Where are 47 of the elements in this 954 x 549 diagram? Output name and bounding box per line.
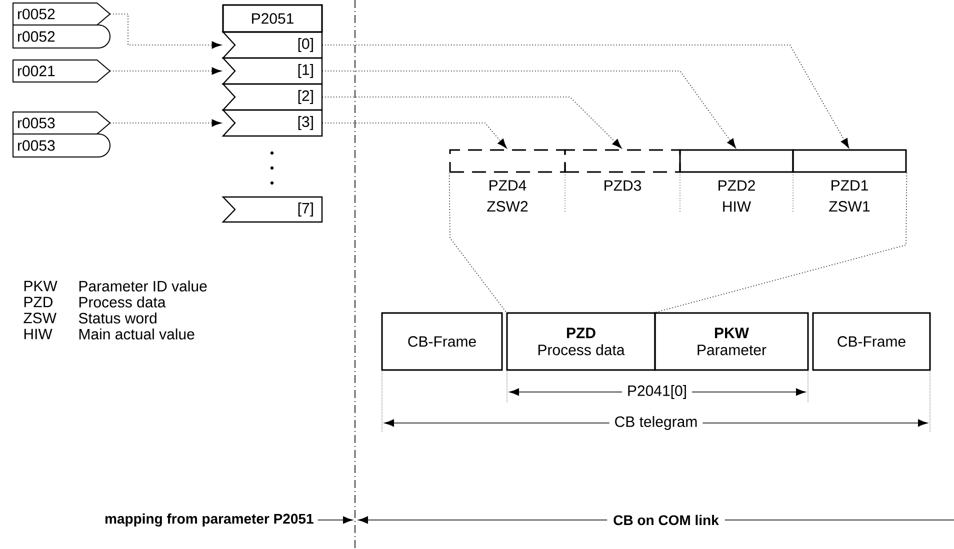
signal-source: r0052: [12, 2, 111, 26]
arrow: [110, 14, 222, 49]
connector-line: [655, 172, 908, 313]
arrow: [322, 122, 507, 148]
arrow: [322, 70, 736, 148]
frame-box: CB-Frame: [812, 312, 931, 371]
node-label: ZSW1: [829, 201, 870, 212]
data-field: PZD1 ZSW1: [792, 149, 907, 212]
node-label: PZD4: [490, 180, 526, 191]
section-label: mapping from parameter P2051: [100, 512, 318, 528]
telegram-box: PKW Parameter: [654, 312, 809, 371]
data-field: PZD4 ZSW2: [449, 149, 566, 212]
index-slot: [1]: [222, 57, 323, 85]
arrow: [110, 67, 222, 75]
node-label: PZD2: [718, 180, 755, 191]
abbreviation: PZD: [24, 296, 52, 308]
abbreviation: PKW: [24, 280, 58, 292]
frame-box: CB-Frame: [381, 312, 503, 371]
arrow: [322, 96, 622, 148]
node-label: PZD1: [832, 180, 868, 191]
signal-source: r0053: [12, 134, 110, 158]
signal-source: r0021: [12, 60, 111, 82]
node-label: ZSW2: [487, 201, 528, 212]
parameter-header: P2051: [222, 4, 323, 33]
index-slot: [7]: [222, 196, 323, 223]
abbreviation-meaning: Status word: [78, 312, 156, 324]
node-label: HIW: [723, 201, 752, 212]
node-label: PZD3: [604, 180, 642, 191]
data-field: PZD2 HIW: [679, 149, 794, 212]
signal-source: r0052: [12, 24, 110, 48]
abbreviation-meaning: Process data: [79, 296, 166, 308]
telegram-box: PZD Process data: [506, 312, 656, 371]
abbreviation: HIW: [24, 328, 52, 340]
index-slot: [2]: [222, 83, 323, 111]
connector-line: [448, 172, 507, 313]
dimension-label: CB telegram: [609, 415, 703, 431]
signal-source: r0053: [12, 112, 111, 134]
index-slot: [3]: [222, 109, 323, 137]
dimension-label: P2041[0]: [622, 384, 692, 400]
arrow: [322, 44, 850, 148]
abbreviation-meaning: Main actual value: [79, 328, 194, 340]
abbreviation: ZSW: [24, 312, 56, 324]
arrow: [110, 119, 222, 127]
data-field: PZD3: [564, 149, 681, 191]
index-slot: [0]: [222, 31, 323, 59]
abbreviation-meaning: Parameter ID value: [79, 280, 207, 292]
section-label: CB on COM link: [607, 514, 725, 526]
